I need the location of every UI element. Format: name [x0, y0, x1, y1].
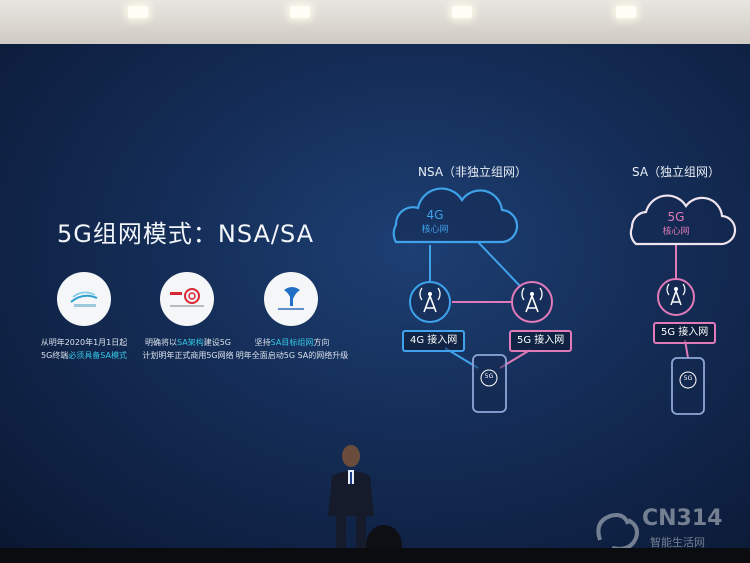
slide-title: 5G组网模式：NSA/SA [57, 220, 315, 248]
antenna-4g-icon [409, 281, 451, 323]
caption-text: 从明年2020年1月1日起 [40, 338, 128, 347]
caption-line: 明年全面启动5G SA的网络升级 [232, 349, 352, 362]
caption-text: 明确将以 [145, 338, 177, 347]
presentation-screen [0, 44, 750, 552]
china-mobile-logo [57, 272, 111, 326]
caption-text: 5G终端 [41, 351, 69, 360]
nsa-4g-access-pill: 4G 接入网 [402, 330, 466, 352]
floor [0, 548, 750, 563]
caption-text: 方向 [313, 338, 330, 347]
china-unicom-caption: 明确将以SA架构建设5G 计划明年正式商用5G网络 [128, 336, 248, 362]
link-core-to-5g [477, 241, 521, 287]
caption-line: 5G终端必须具备SA模式 [24, 349, 144, 362]
antenna-5g-icon [511, 281, 553, 323]
caption-line: 计划明年正式商用5G网络 [128, 349, 248, 362]
watermark-brand: CN314 [642, 506, 723, 531]
sa-cloud-icon [629, 194, 737, 246]
caption-highlight: 必须具备SA模式 [68, 351, 127, 360]
caption-line: 坚持SA目标组网方向 [232, 336, 352, 349]
caption-highlight: SA目标组网 [270, 338, 314, 347]
ceiling-light [452, 6, 472, 18]
nsa-phone-icon [472, 354, 507, 413]
caption-line: 从明年2020年1月1日起 [24, 336, 144, 349]
nsa-cloud-line2: 核心网 [421, 225, 449, 235]
caption-text: 建设5G [203, 338, 231, 347]
watermark: CN314 智能生活网 [590, 504, 740, 554]
sa-antenna-icon [657, 278, 695, 316]
nsa-phone-label: 5G [484, 373, 494, 380]
china-telecom-logo [264, 272, 318, 326]
nsa-label: NSA（非独立组网） [418, 165, 528, 179]
ceiling [0, 0, 750, 44]
watermark-tagline: 智能生活网 [650, 536, 705, 549]
ceiling-light [616, 6, 636, 18]
china-unicom-logo [160, 272, 214, 326]
caption-line: 明确将以SA架构建设5G [128, 336, 248, 349]
china-mobile-caption: 从明年2020年1月1日起 5G终端必须具备SA模式 [24, 336, 144, 362]
nsa-cloud-text: 4G 核心网 [410, 208, 460, 235]
nsa-cloud-icon [392, 187, 519, 244]
presenter-figure [328, 445, 374, 550]
sa-cloud-line2: 核心网 [662, 227, 690, 237]
caption-text: 明年全面启动5G SA的网络升级 [235, 351, 349, 360]
sa-label: SA（独立组网） [632, 165, 721, 179]
caption-text: 计划明年正式商用5G网络 [142, 351, 234, 360]
sa-phone-icon [671, 357, 705, 415]
sa-cloud-line1: 5G [667, 210, 685, 224]
sa-phone-label: 5G [683, 375, 693, 382]
ceiling-light [290, 6, 310, 18]
sa-5g-access-pill: 5G 接入网 [653, 322, 717, 344]
sa-cloud-text: 5G 核心网 [651, 210, 701, 237]
caption-highlight: SA架构 [177, 338, 204, 347]
nsa-5g-access-pill: 5G 接入网 [509, 330, 573, 352]
nsa-cloud-line1: 4G [426, 208, 444, 222]
ceiling-light [128, 6, 148, 18]
china-telecom-caption: 坚持SA目标组网方向明年全面启动5G SA的网络升级 [232, 336, 352, 362]
caption-text: 坚持 [254, 338, 271, 347]
